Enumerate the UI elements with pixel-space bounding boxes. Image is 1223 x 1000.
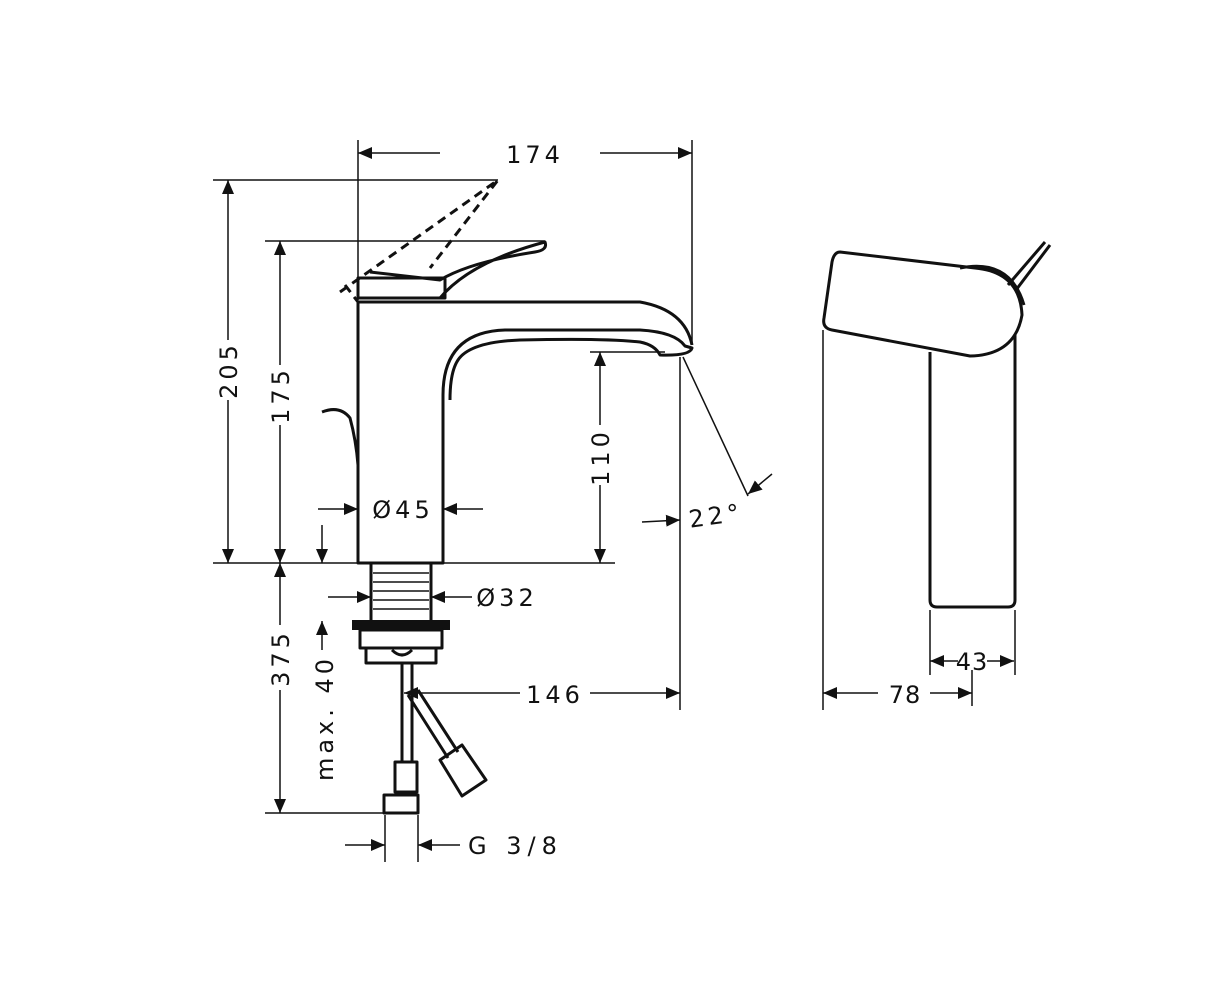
front-view: 174 205 175 110 Ø45 Ø32 22° 375 max. 40 …	[213, 140, 773, 862]
dim-body-diameter: Ø45	[372, 496, 433, 524]
dim-height-lever-closed: 175	[267, 366, 295, 424]
dim-spout-height: 110	[587, 428, 615, 486]
faucet-body	[321, 178, 694, 815]
dim-shank-diameter: Ø32	[476, 584, 537, 612]
dim-connection-thread: G 3/8	[468, 832, 563, 860]
dim-max-counter-thickness: max. 40	[311, 655, 339, 781]
dim-below-counter: 375	[267, 629, 295, 687]
dim-body-depth: 43	[956, 648, 989, 676]
dim-spout-reach: 146	[526, 681, 584, 709]
dim-overall-depth: 78	[889, 681, 922, 709]
dim-height-lever-open: 205	[215, 341, 243, 399]
side-view: 43 78	[822, 241, 1052, 710]
dim-spout-angle: 22°	[687, 498, 745, 533]
dim-overall-width: 174	[506, 141, 564, 169]
